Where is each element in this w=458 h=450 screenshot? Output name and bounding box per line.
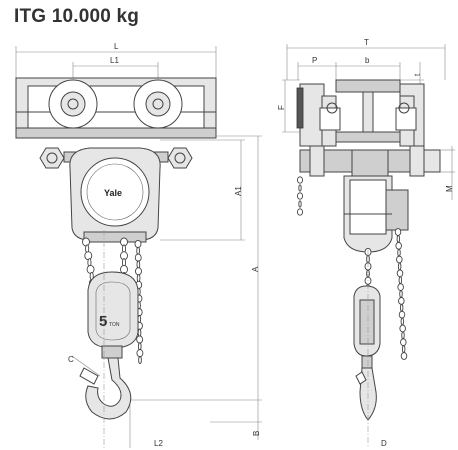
label-b: b xyxy=(365,56,370,65)
chain-link xyxy=(396,269,404,278)
chain-link xyxy=(136,335,144,344)
trolley-side-plates xyxy=(296,83,425,147)
side-bottom-block xyxy=(353,285,381,369)
chain-link xyxy=(398,297,405,305)
dimension-T: T xyxy=(286,38,446,80)
label-P: P xyxy=(312,56,317,65)
capacity-number: 5 xyxy=(99,313,107,330)
chain-link xyxy=(400,317,405,326)
page-title: ITG 10.000 kg xyxy=(14,6,140,27)
chain-link xyxy=(399,324,406,333)
chain-link xyxy=(397,283,404,291)
chain-link xyxy=(399,303,404,312)
label-A1: A1 xyxy=(234,186,243,196)
side-view: T P b t F xyxy=(277,38,455,448)
chain-link xyxy=(134,253,142,262)
chain-link xyxy=(397,262,402,271)
label-L2: L2 xyxy=(154,439,163,448)
chain-link xyxy=(400,352,408,360)
chain-link xyxy=(137,342,142,351)
chain-link xyxy=(298,184,302,192)
chain-link xyxy=(296,208,304,216)
label-B: B xyxy=(252,431,261,436)
chain-link xyxy=(135,267,142,276)
chain-link xyxy=(397,248,401,257)
bottom-block: 5 TON xyxy=(87,271,139,359)
front-view: L L1 xyxy=(15,42,262,448)
chain-link xyxy=(82,237,90,247)
chain-link xyxy=(136,246,140,255)
dimension-A: A xyxy=(130,135,262,401)
dimension-L: L xyxy=(15,42,217,80)
chain-link xyxy=(399,290,403,298)
chain-link xyxy=(86,264,95,274)
label-t: t xyxy=(413,73,422,76)
label-D: D xyxy=(381,439,387,448)
dimension-M: M xyxy=(440,146,455,200)
chain-link xyxy=(296,176,304,184)
side-hook xyxy=(355,367,377,421)
chain-link xyxy=(134,239,142,249)
dimension-b: b xyxy=(335,56,401,80)
brand-label: Yale xyxy=(104,188,122,198)
capacity-unit: TON xyxy=(109,322,120,328)
label-L1: L1 xyxy=(110,56,119,65)
chain-link xyxy=(136,349,144,358)
chain-link xyxy=(398,276,403,285)
hoist-side-body xyxy=(343,175,409,253)
label-M: M xyxy=(445,185,454,192)
hook: C xyxy=(68,355,132,420)
chain-link xyxy=(136,260,141,269)
chain-link xyxy=(84,251,93,261)
label-C: C xyxy=(68,355,74,364)
side-hand-chain-small xyxy=(296,176,304,216)
suspension-nut-left xyxy=(39,147,65,169)
chain-link xyxy=(138,355,142,365)
chain-link xyxy=(398,310,406,319)
hoist-body: Yale xyxy=(69,147,161,243)
label-T: T xyxy=(364,38,369,47)
beam-girder xyxy=(335,79,401,143)
chain-link xyxy=(136,274,141,283)
label-A: A xyxy=(251,266,260,272)
label-F: F xyxy=(277,105,286,110)
trolley-wheel-right xyxy=(133,79,183,129)
chain-link xyxy=(401,331,405,340)
chain-link xyxy=(395,241,402,250)
trolley-wheel-left xyxy=(48,79,98,129)
chain-link xyxy=(394,228,402,236)
chain-link xyxy=(296,192,304,200)
chain-link xyxy=(396,235,401,243)
dimension-A1: A1 xyxy=(160,139,245,241)
dimension-F: F xyxy=(277,79,300,133)
side-hand-chain xyxy=(394,228,408,360)
cross-shaft xyxy=(299,145,441,181)
suspension-nut-right xyxy=(167,147,193,169)
label-L: L xyxy=(114,42,119,51)
chain-link xyxy=(401,345,406,353)
chain-link xyxy=(396,255,403,264)
dimension-B: B xyxy=(210,400,262,440)
trolley-frame xyxy=(15,77,217,139)
chain-link xyxy=(137,328,142,337)
chain-link xyxy=(298,200,302,208)
dimension-P: P xyxy=(297,56,336,80)
chain-link xyxy=(400,338,407,347)
